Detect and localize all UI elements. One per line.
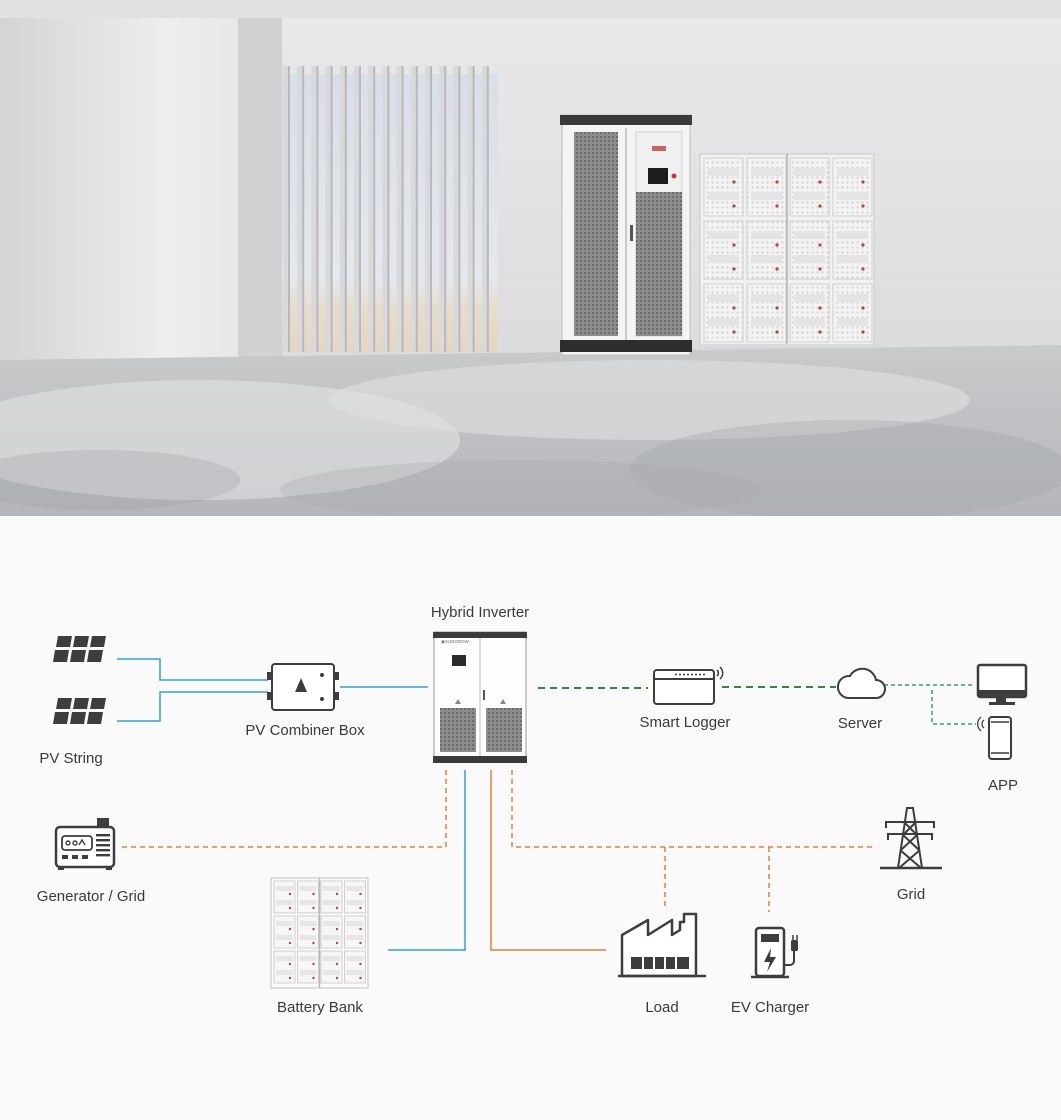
- label-ev-charger: EV Charger: [731, 999, 809, 1016]
- solar-panel-icon: [53, 698, 106, 724]
- generator-icon: [54, 818, 116, 870]
- pv-line-bottom: [117, 691, 268, 722]
- label-load: Load: [645, 999, 678, 1016]
- phone-icon: [977, 716, 1012, 760]
- label-server: Server: [838, 715, 882, 732]
- monitor-icon: [976, 663, 1028, 705]
- pv-line-top: [117, 658, 268, 681]
- battery-line: [388, 770, 466, 951]
- battery-bank-icon: [270, 877, 369, 989]
- system-diagram: ◉SUNGROW: [37, 604, 1028, 1016]
- window-louvers: [283, 66, 489, 352]
- cloud-server-icon: [836, 667, 886, 699]
- generator-line: [122, 768, 447, 848]
- label-battery-bank: Battery Bank: [277, 999, 363, 1016]
- factory-icon: [618, 912, 706, 978]
- inverter-cabinet-photo: [560, 114, 692, 356]
- label-app: APP: [988, 777, 1018, 794]
- label-hybrid-inverter: Hybrid Inverter: [431, 604, 529, 621]
- hybrid-inverter-icon: ◉SUNGROW: [433, 631, 527, 763]
- solar-panel-icon: [53, 636, 106, 662]
- load-line: [490, 770, 606, 951]
- label-pv-combiner-box: PV Combiner Box: [245, 722, 365, 739]
- ev-charger-icon: [751, 926, 798, 979]
- label-smart-logger: Smart Logger: [640, 714, 731, 731]
- svg-text:◉SUNGROW: ◉SUNGROW: [441, 639, 470, 644]
- label-pv-string: PV String: [39, 750, 102, 767]
- battery-rack-photo: [699, 153, 875, 349]
- label-generator-grid: Generator / Grid: [37, 888, 145, 905]
- combiner-box-icon: [267, 663, 339, 711]
- grid-line: [511, 770, 876, 848]
- smart-logger-icon: [653, 666, 724, 705]
- label-grid: Grid: [897, 886, 925, 903]
- hero-scene: [0, 0, 1061, 516]
- transmission-tower-icon: [880, 807, 942, 870]
- server-app-line: [931, 690, 976, 725]
